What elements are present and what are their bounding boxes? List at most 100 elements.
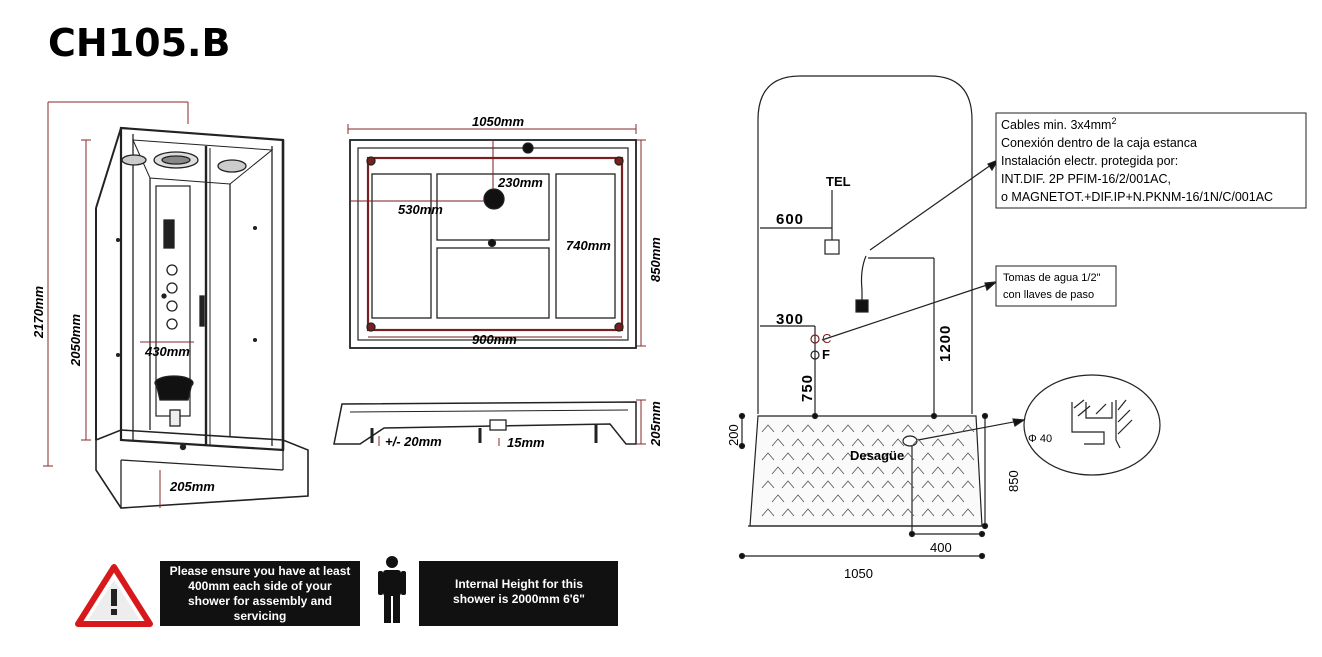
tray-texture-mark [761,508,775,517]
height-warning-box [419,561,618,626]
tray-texture-mark [841,452,855,461]
tray-texture-mark [871,466,885,475]
warning-triangle-icon [75,564,153,627]
tray-texture-mark [881,508,895,517]
tray-texture-mark [841,424,855,433]
tray-texture-mark [941,480,955,489]
cable-note-box [995,112,1307,209]
tray-texture-mark [961,480,975,489]
tray-texture-mark [761,452,775,461]
tray-texture-mark [901,508,915,517]
tray-texture-mark [791,438,805,447]
tray-texture-mark [821,424,835,433]
water-note-box [995,265,1117,307]
tray-texture-mark [891,494,905,503]
tray-texture-mark [941,508,955,517]
drain-name-label: Desagüe [850,448,904,463]
tray-texture-mark [961,508,975,517]
height-inner-label: 2050mm [68,314,83,367]
tray-texture-mark [851,438,865,447]
tray-texture-mark [951,494,965,503]
water-note-line-1: Tomas de agua 1/2" [1003,272,1101,284]
tray-texture-mark [911,466,925,475]
seat-width-label: 430mm [144,344,190,359]
inner-width-label: 900mm [472,332,517,347]
tray-texture [761,424,975,517]
tray-texture-mark [771,494,785,503]
front-tray-height-label: 205mm [169,479,215,494]
tray-texture-mark [801,508,815,517]
clearance-warning-box [160,561,360,626]
tray-texture-mark [871,494,885,503]
water-height-label: 750 [799,374,816,402]
tray-texture-mark [861,508,875,517]
cable-note-line-3: Instalación electr. protegida por: [1001,154,1178,168]
tray-texture-mark [961,424,975,433]
clearance-line-4: servicing [234,609,287,623]
tray-texture-mark [911,494,925,503]
tray-texture-mark [921,452,935,461]
height-line-2: shower is 2000mm 6'6" [453,592,585,606]
tray-texture-mark [771,466,785,475]
tray-texture-mark [781,508,795,517]
tray-height-dim: 200 [726,424,741,446]
cable-note-line-2: Conexión dentro de la caja estanca [1001,136,1197,150]
front-view [43,101,309,509]
height-total-label: 2170mm [31,286,46,339]
clearance-line-2: 400mm each side of your [188,579,332,593]
tray-texture-mark [921,508,935,517]
top-depth-label: 850mm [648,237,663,282]
tray-texture-mark [931,466,945,475]
clearance-line-1: Please ensure you have at least [170,564,351,578]
tray-texture-mark [941,424,955,433]
tray-texture-mark [831,466,845,475]
tray-texture-mark [891,438,905,447]
top-width-label: 1050mm [472,114,524,129]
water-note-line-2: con llaves de paso [1003,289,1094,301]
person-icon [378,556,406,623]
tray-texture-mark [931,494,945,503]
panel-depth-label: 740mm [566,238,611,253]
water-offset-label: 300 [776,311,804,328]
tray-texture-mark [811,438,825,447]
tray-texture-mark [881,452,895,461]
tray-texture-mark [791,466,805,475]
tray-texture-mark [801,480,815,489]
cold-label: F [822,347,830,362]
tray-texture-mark [761,480,775,489]
drain-offset-dim: 400 [930,540,952,555]
install-plan [738,75,1161,560]
tray-texture-mark [901,424,915,433]
tray-depth-dim: 850 [1006,470,1021,492]
tray-texture-mark [811,466,825,475]
tray-texture-mark [901,480,915,489]
tray-texture-mark [861,452,875,461]
tel-label: TEL [826,174,851,189]
cable-note-line-1: Cables min. 3x4mm2 [1001,116,1116,132]
tray-texture-mark [831,438,845,447]
elec-height-label: 1200 [937,325,954,362]
tray-texture-mark [851,494,865,503]
tray-texture-mark [951,438,965,447]
tray-texture-mark [901,452,915,461]
tray-texture-mark [771,438,785,447]
model-title: CH105.B [48,21,230,65]
clearance-line-3: shower for assembly and [188,594,332,608]
cable-note-line-4: INT.DIF. 2P PFIM-16/2/001AC, [1001,172,1171,186]
tray-texture-mark [821,508,835,517]
tray-texture-mark [941,452,955,461]
tray-texture-mark [931,438,945,447]
tray-texture-mark [841,480,855,489]
top-view [347,124,646,349]
tray-texture-mark [781,424,795,433]
tray-texture-mark [891,466,905,475]
drain-diameter-label: Φ 40 [1028,433,1052,445]
tray-texture-mark [831,494,845,503]
rain-offset-label: 530mm [398,202,443,217]
hot-label: C [822,331,831,346]
tray-texture-mark [781,452,795,461]
tray-texture-mark [851,466,865,475]
rain-diameter-label: 230mm [497,175,543,190]
tray-texture-mark [961,452,975,461]
